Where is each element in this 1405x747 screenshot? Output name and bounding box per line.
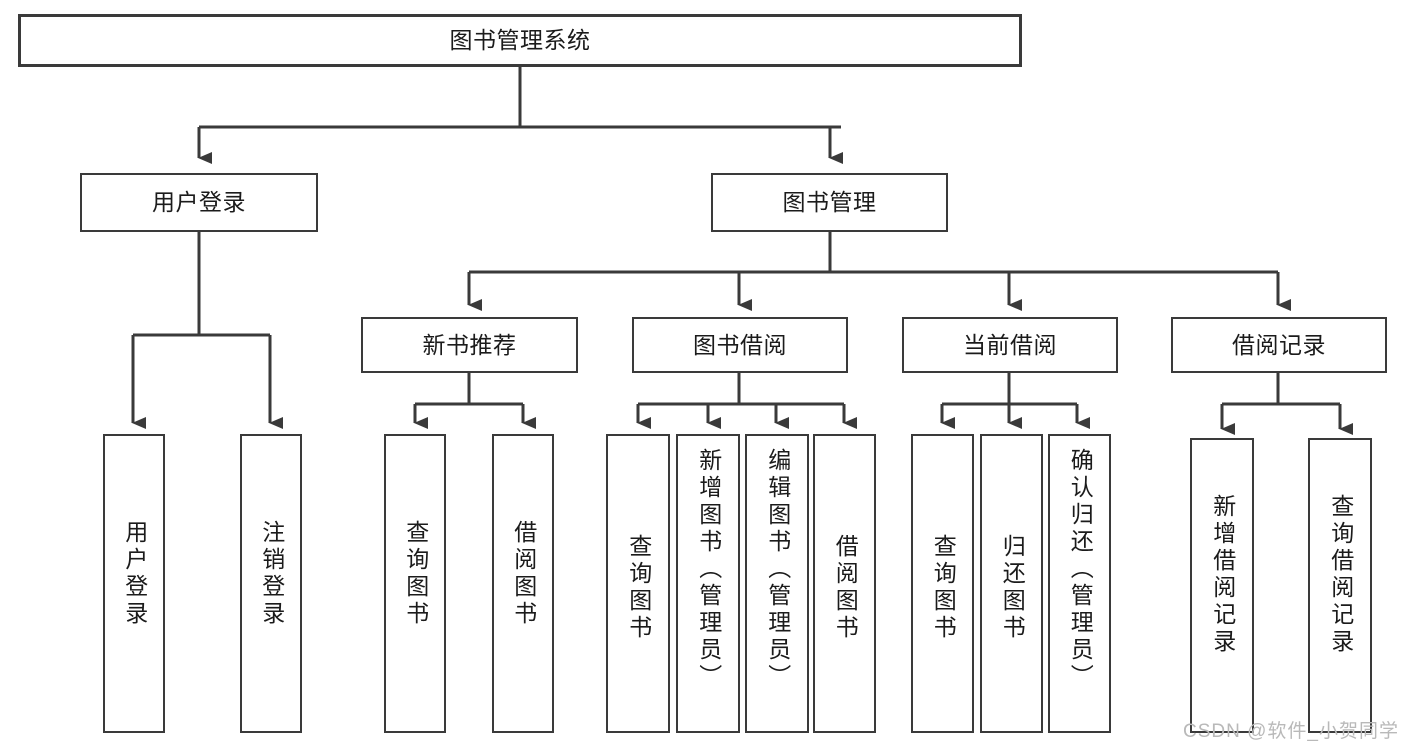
leaf-borrow-edit-book-admin[interactable]: 编辑图书（管理员）: [745, 434, 809, 733]
node-label: 借阅记录: [1232, 331, 1326, 358]
node-label: 确认归还（管理员）: [1067, 448, 1094, 691]
leaf-records-add-record[interactable]: 新增借阅记录: [1190, 438, 1254, 733]
node-current-borrow[interactable]: 当前借阅: [902, 317, 1118, 373]
node-label: 新增借阅记录: [1209, 494, 1236, 656]
node-book-borrow[interactable]: 图书借阅: [632, 317, 848, 373]
node-label: 图书管理: [782, 189, 877, 216]
leaf-recommend-borrow-book[interactable]: 借阅图书: [492, 434, 554, 733]
node-label: 归还图书: [999, 534, 1026, 642]
leaf-borrow-add-book-admin[interactable]: 新增图书（管理员）: [676, 434, 740, 733]
node-user-login[interactable]: 用户登录: [80, 173, 318, 232]
node-label: 图书借阅: [693, 331, 787, 358]
node-label: 借阅图书: [510, 520, 537, 628]
node-label: 查询图书: [402, 520, 429, 628]
leaf-borrow-query-book[interactable]: 查询图书: [606, 434, 670, 733]
node-label: 当前借阅: [963, 331, 1057, 358]
node-label: 查询图书: [625, 534, 652, 642]
node-borrow-records[interactable]: 借阅记录: [1171, 317, 1387, 373]
node-label: 查询借阅记录: [1327, 494, 1354, 656]
node-label: 新书推荐: [422, 331, 517, 358]
leaf-current-query-book[interactable]: 查询图书: [911, 434, 974, 733]
node-new-book-recommend[interactable]: 新书推荐: [361, 317, 578, 373]
node-label: 用户登录: [121, 520, 148, 628]
node-root-system[interactable]: 图书管理系统: [18, 14, 1022, 67]
node-label: 查询图书: [930, 534, 957, 642]
csdn-watermark: CSDN @软件_小贺同学: [1183, 721, 1399, 742]
leaf-recommend-query-book[interactable]: 查询图书: [384, 434, 446, 733]
leaf-user-login-signin[interactable]: 用户登录: [103, 434, 165, 733]
node-label: 借阅图书: [832, 534, 859, 642]
leaf-borrow-borrow-book[interactable]: 借阅图书: [813, 434, 876, 733]
leaf-user-login-signout[interactable]: 注销登录: [240, 434, 302, 733]
node-label: 新增图书（管理员）: [695, 448, 722, 691]
leaf-current-return-book[interactable]: 归还图书: [980, 434, 1043, 733]
node-label: 编辑图书（管理员）: [764, 448, 791, 691]
node-label: 图书管理系统: [449, 27, 591, 54]
node-label: 用户登录: [152, 189, 246, 216]
leaf-records-query-record[interactable]: 查询借阅记录: [1308, 438, 1372, 733]
leaf-current-confirm-return-admin[interactable]: 确认归还（管理员）: [1048, 434, 1111, 733]
node-label: 注销登录: [258, 520, 285, 628]
node-book-management[interactable]: 图书管理: [711, 173, 948, 232]
